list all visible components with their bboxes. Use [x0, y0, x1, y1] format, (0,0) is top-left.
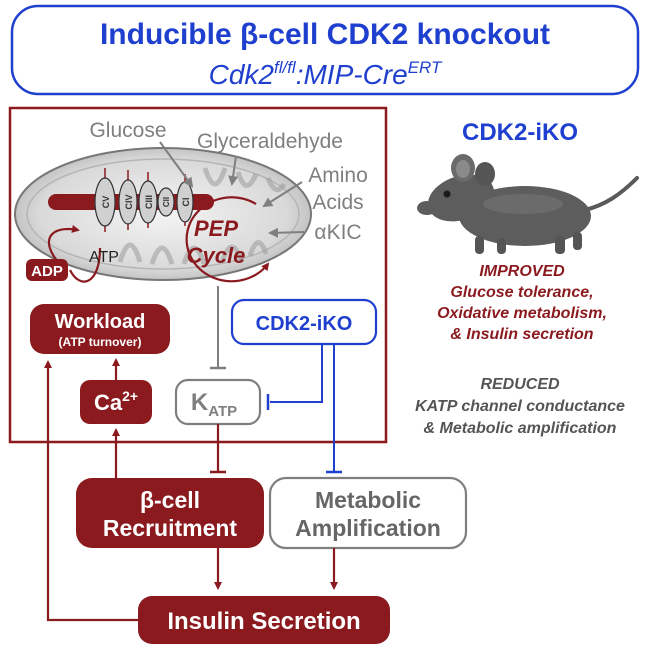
atp-adp-cycle: ATP ADP: [26, 225, 119, 283]
adp-badge: [26, 259, 68, 281]
svg-text:CIII: CIII: [144, 195, 154, 209]
arrow-akic: [268, 227, 305, 238]
reduced-line-2: & Metabolic amplification: [424, 420, 617, 437]
svg-text:CI: CI: [181, 198, 191, 207]
workload-label: Workload: [55, 311, 146, 333]
arrow-amino-acids: [262, 181, 303, 208]
arrow-insulin-workload: [44, 360, 138, 622]
amplification-label: Amplification: [295, 515, 441, 541]
svg-text:CIV: CIV: [124, 194, 134, 209]
inhibit-cdk2-katp: [270, 344, 323, 403]
header-box: [10, 4, 640, 96]
mouse-icon: [405, 150, 640, 260]
adp-label: ADP: [31, 263, 63, 280]
reduced-heading: REDUCED: [480, 376, 560, 393]
complex-cii: CII: [157, 187, 175, 217]
calcium-box: [80, 380, 152, 424]
calcium-label: Ca2+: [94, 388, 138, 415]
glucose-label: Glucose: [89, 119, 166, 142]
acids-label: Acids: [312, 191, 363, 214]
improved-line-2: Oxidative metabolism,: [437, 305, 607, 322]
improved-line-1: Glucose tolerance,: [450, 284, 593, 301]
pep-label: PEP: [194, 216, 238, 241]
beta-cell-label: β-cell: [140, 487, 200, 513]
complex-cv: CV: [94, 168, 116, 232]
insulin-secretion-box: [138, 596, 390, 644]
cycle-label: Cycle: [187, 243, 246, 268]
beta-cell-box: [8, 106, 388, 444]
reduced-block: REDUCED KATP channel conductance & Metab…: [415, 376, 625, 437]
workload-sub-label: (ATP turnover): [59, 335, 142, 349]
cdk2-iko-box: [230, 298, 378, 346]
svg-text:CV: CV: [101, 196, 111, 209]
reduced-line-1: KATP channel conductance: [415, 398, 625, 415]
complex-ciii: CIII: [138, 172, 158, 228]
arrow-glyceraldehyde: [228, 155, 239, 186]
recruitment-label: Recruitment: [103, 515, 238, 541]
katp-label: KATP: [191, 389, 237, 420]
metabolic-amplification-box: [268, 476, 468, 550]
complex-group: CV CIV CIII CII CI: [94, 168, 194, 232]
akic-label: αKIC: [314, 221, 361, 244]
pep-cycle: PEP Cycle: [185, 196, 270, 283]
complex-civ: CIV: [118, 170, 138, 230]
right-panel-title: CDK2-iKO: [462, 119, 578, 146]
improved-heading: IMPROVED: [479, 263, 565, 280]
improved-line-3: & Insulin secretion: [450, 326, 593, 343]
amino-label: Amino: [308, 164, 368, 187]
arrow-glucose: [159, 141, 194, 188]
beta-cell-recruitment-box: [76, 478, 264, 548]
insulin-secretion-label: Insulin Secretion: [167, 608, 360, 635]
svg-text:CII: CII: [162, 197, 171, 207]
glyceraldehyde-label: Glyceraldehyde: [197, 130, 343, 153]
header-title: Inducible β-cell CDK2 knockout: [100, 18, 550, 51]
metabolic-label: Metabolic: [315, 487, 421, 513]
header-genotype: Cdk2fl/fl:MIP-CreERT: [209, 58, 443, 90]
atp-label: ATP: [89, 249, 119, 266]
workload-box: [30, 304, 170, 354]
improved-block: IMPROVED Glucose tolerance, Oxidative me…: [437, 263, 607, 343]
cdk2-iko-label: CDK2-iKO: [256, 313, 353, 335]
